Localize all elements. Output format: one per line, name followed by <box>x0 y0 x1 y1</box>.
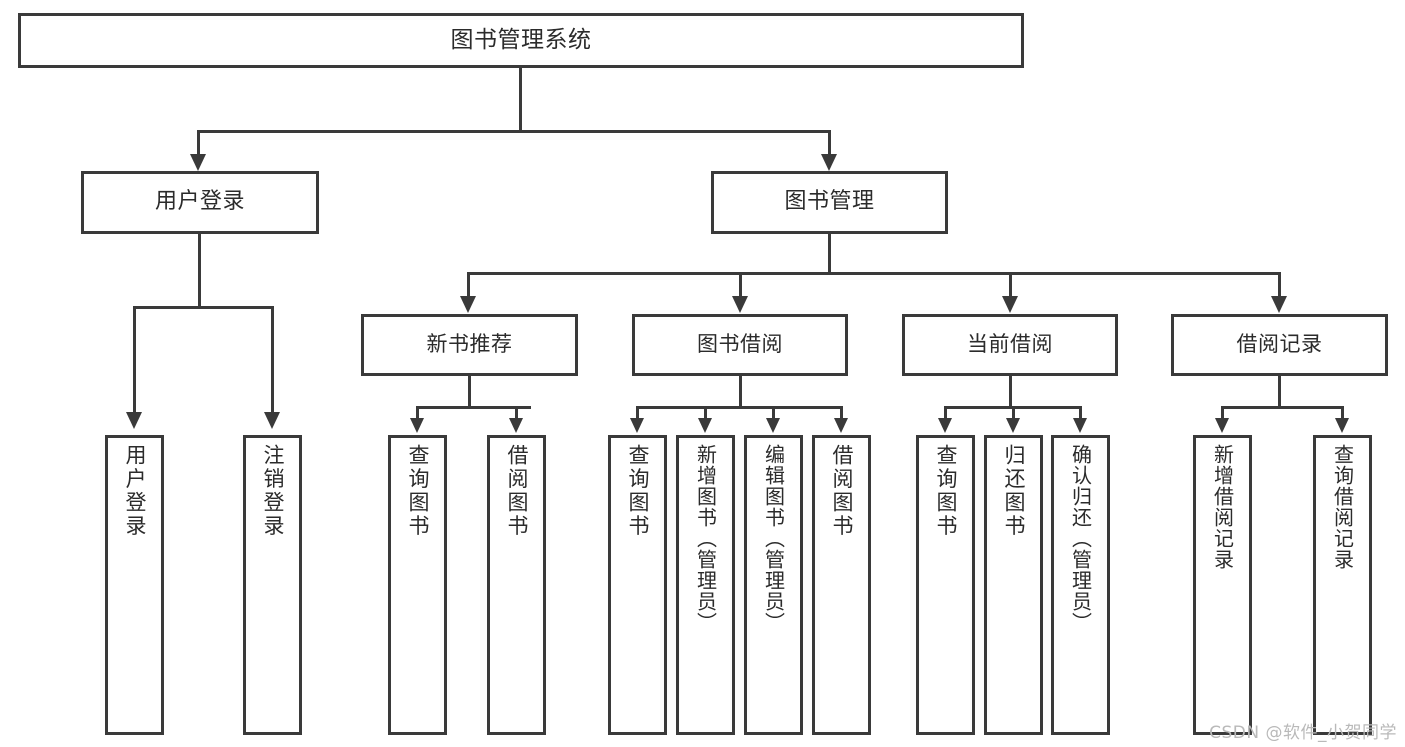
node-label: 新书推荐 <box>426 332 513 357</box>
connector-bookborrow-drop-3 <box>772 406 775 420</box>
node-label: 当前借阅 <box>967 332 1053 357</box>
node-label: 借阅图书 <box>830 444 854 538</box>
connector-newbook-drop-1 <box>416 406 419 420</box>
connector-user-login-stem <box>198 234 201 308</box>
node-label: 图书管理 <box>784 189 875 215</box>
node-current-borrow[interactable]: 当前借阅 <box>902 314 1118 376</box>
arrowhead-current-borrow <box>1002 296 1018 313</box>
arrowhead-leaf-query-book-3 <box>938 418 952 433</box>
arrowhead-leaf-add-record <box>1215 418 1229 433</box>
node-label: 归还图书 <box>1002 444 1026 538</box>
connector-borrowrecord-stem <box>1278 376 1281 408</box>
connector-newbook-drop-2 <box>515 406 518 420</box>
arrowhead-leaf-edit-book <box>766 418 780 433</box>
node-leaf-query-book-1[interactable]: 查询图书 <box>388 435 447 735</box>
node-leaf-confirm-return[interactable]: 确认归还（管理员） <box>1051 435 1110 735</box>
node-label: 查询图书 <box>626 444 650 538</box>
connector-bookborrow-drop-2 <box>704 406 707 420</box>
node-root-system[interactable]: 图书管理系统 <box>18 13 1024 68</box>
connector-newbook-bus <box>416 406 531 409</box>
node-label: 确认归还（管理员） <box>1068 444 1093 633</box>
arrowhead-leaf-return-book <box>1006 418 1020 433</box>
connector-borrowrecord-drop-1 <box>1221 406 1224 420</box>
connector-book-management-bus <box>467 272 1281 275</box>
arrowhead-leaf-borrow-book-1 <box>509 418 523 433</box>
connector-bookborrow-drop-4 <box>840 406 843 420</box>
connector-currentborrow-drop-2 <box>1012 406 1015 420</box>
arrowhead-leaf-add-book <box>698 418 712 433</box>
node-label: 查询图书 <box>934 444 958 538</box>
arrowhead-leaf-borrow-book-2 <box>834 418 848 433</box>
connector-bookborrow-drop-1 <box>636 406 639 420</box>
node-label: 借阅记录 <box>1236 332 1323 357</box>
node-leaf-borrow-book-1[interactable]: 借阅图书 <box>487 435 546 735</box>
node-label: 注销登录 <box>261 444 285 538</box>
connector-root-to-book-management <box>828 130 831 157</box>
connector-user-login-drop-2 <box>271 306 274 415</box>
arrowhead-user-login <box>190 154 206 171</box>
connector-newbook-stem <box>468 376 471 408</box>
node-user-login[interactable]: 用户登录 <box>81 171 319 234</box>
arrowhead-leaf-user-logout <box>264 412 280 429</box>
connector-currentborrow-stem <box>1009 376 1012 408</box>
node-new-book-recommend[interactable]: 新书推荐 <box>361 314 578 376</box>
connector-currentborrow-drop-1 <box>944 406 947 420</box>
node-label: 新增借阅记录 <box>1210 444 1235 570</box>
connector-root-to-user-login <box>197 130 200 157</box>
node-leaf-borrow-book-2[interactable]: 借阅图书 <box>812 435 871 735</box>
connector-root-stem <box>519 68 522 132</box>
node-label: 用户登录 <box>154 189 245 215</box>
connector-bm-drop-borrow-record <box>1278 272 1281 299</box>
node-label: 编辑图书（管理员） <box>761 444 786 633</box>
node-label: 图书管理系统 <box>450 26 592 53</box>
arrowhead-new-book-recommend <box>460 296 476 313</box>
node-leaf-return-book[interactable]: 归还图书 <box>984 435 1043 735</box>
connector-bm-drop-book-borrow <box>739 272 742 299</box>
node-leaf-user-logout[interactable]: 注销登录 <box>243 435 302 735</box>
node-leaf-edit-book[interactable]: 编辑图书（管理员） <box>744 435 803 735</box>
node-leaf-query-record[interactable]: 查询借阅记录 <box>1313 435 1372 735</box>
node-label: 查询借阅记录 <box>1330 444 1355 570</box>
arrowhead-leaf-query-record <box>1335 418 1349 433</box>
node-leaf-add-record[interactable]: 新增借阅记录 <box>1193 435 1252 735</box>
arrowhead-leaf-confirm-return <box>1073 418 1087 433</box>
node-leaf-add-book[interactable]: 新增图书（管理员） <box>676 435 735 735</box>
node-borrow-record[interactable]: 借阅记录 <box>1171 314 1388 376</box>
connector-user-login-bus <box>133 306 274 309</box>
node-label: 用户登录 <box>123 444 147 538</box>
connector-user-login-drop-1 <box>133 306 136 415</box>
node-label: 查询图书 <box>406 444 430 538</box>
node-label: 借阅图书 <box>505 444 529 538</box>
arrowhead-leaf-user-login <box>126 412 142 429</box>
connector-borrowrecord-drop-2 <box>1341 406 1344 420</box>
arrowhead-book-borrow <box>732 296 748 313</box>
arrowhead-borrow-record <box>1271 296 1287 313</box>
node-leaf-query-book-3[interactable]: 查询图书 <box>916 435 975 735</box>
node-book-borrow[interactable]: 图书借阅 <box>632 314 848 376</box>
connector-bm-drop-current-borrow <box>1009 272 1012 299</box>
node-leaf-query-book-2[interactable]: 查询图书 <box>608 435 667 735</box>
connector-bookborrow-bus <box>636 406 843 409</box>
connector-currentborrow-drop-3 <box>1079 406 1082 420</box>
connector-bm-drop-new-book <box>467 272 470 299</box>
node-label: 图书借阅 <box>697 332 783 357</box>
connector-bookborrow-stem <box>739 376 742 408</box>
connector-root-bus <box>197 130 831 133</box>
arrowhead-leaf-query-book-1 <box>410 418 424 433</box>
arrowhead-book-management <box>821 154 837 171</box>
node-label: 新增图书（管理员） <box>693 444 718 633</box>
arrowhead-leaf-query-book-2 <box>630 418 644 433</box>
node-leaf-user-login[interactable]: 用户登录 <box>105 435 164 735</box>
connector-borrowrecord-bus <box>1221 406 1343 409</box>
node-book-management[interactable]: 图书管理 <box>711 171 948 234</box>
connector-book-management-stem <box>828 234 831 274</box>
